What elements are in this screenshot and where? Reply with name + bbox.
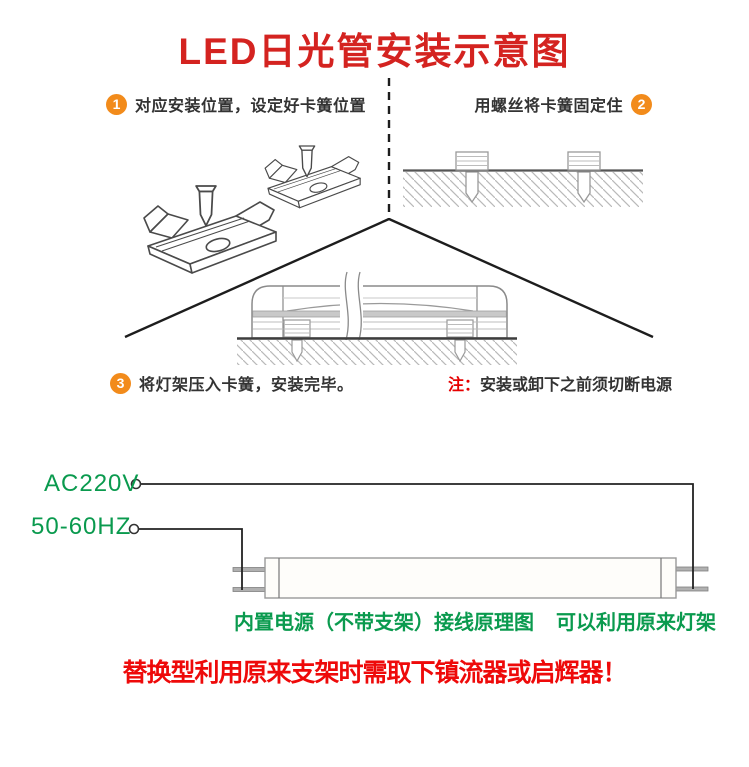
- warning-text: 替换型利用原来支架时需取下镇流器或启辉器！: [122, 659, 627, 687]
- reuse-fixture-caption: 可以利用原来灯架: [556, 612, 716, 634]
- wire-neutral: [138, 528, 243, 590]
- led-tube: [264, 557, 677, 599]
- step-1-label: 对应安装位置，设定好卡簧位置: [135, 98, 367, 115]
- page-title: LED日光管安装示意图: [178, 31, 571, 72]
- step3-clip: [283, 319, 311, 363]
- step2-clip: [567, 151, 601, 204]
- step-1: 1 对应安装位置，设定好卡簧位置: [106, 92, 366, 116]
- step2-clip: [455, 151, 489, 204]
- step-2: 用螺丝将卡簧固定住 2: [474, 92, 652, 116]
- wiring-caption: 内置电源（不带支架）接线原理图: [234, 612, 534, 634]
- step-1-number-badge: 1: [106, 93, 127, 115]
- section-dividers: [124, 78, 654, 339]
- wire-live: [140, 483, 694, 589]
- step1-clips-illustration: [143, 145, 361, 274]
- power-off-note: 注：安装或卸下之前须切断电源: [448, 371, 672, 395]
- step3-fixture-illustration: [237, 271, 517, 365]
- step2-ceiling-illustration: [403, 151, 643, 207]
- step-2-number-badge: 2: [631, 93, 652, 115]
- frequency-label: 50-60HZ: [31, 513, 132, 540]
- step3-clip: [446, 319, 474, 363]
- break-lines: [340, 271, 363, 341]
- wiring-schematic: [128, 478, 709, 599]
- terminal-neutral: [128, 523, 140, 535]
- step-3-label: 将灯架压入卡簧，安装完毕。: [139, 377, 354, 394]
- step-3-number-badge: 3: [110, 372, 131, 394]
- voltage-label: AC220V: [44, 470, 140, 497]
- note-prefix: 注：: [448, 377, 481, 394]
- step-3: 3 将灯架压入卡簧，安装完毕。: [110, 371, 354, 395]
- note-text: 安装或卸下之前须切断电源: [480, 377, 673, 394]
- terminal-live: [130, 478, 142, 490]
- step-2-label: 用螺丝将卡簧固定住: [474, 98, 623, 115]
